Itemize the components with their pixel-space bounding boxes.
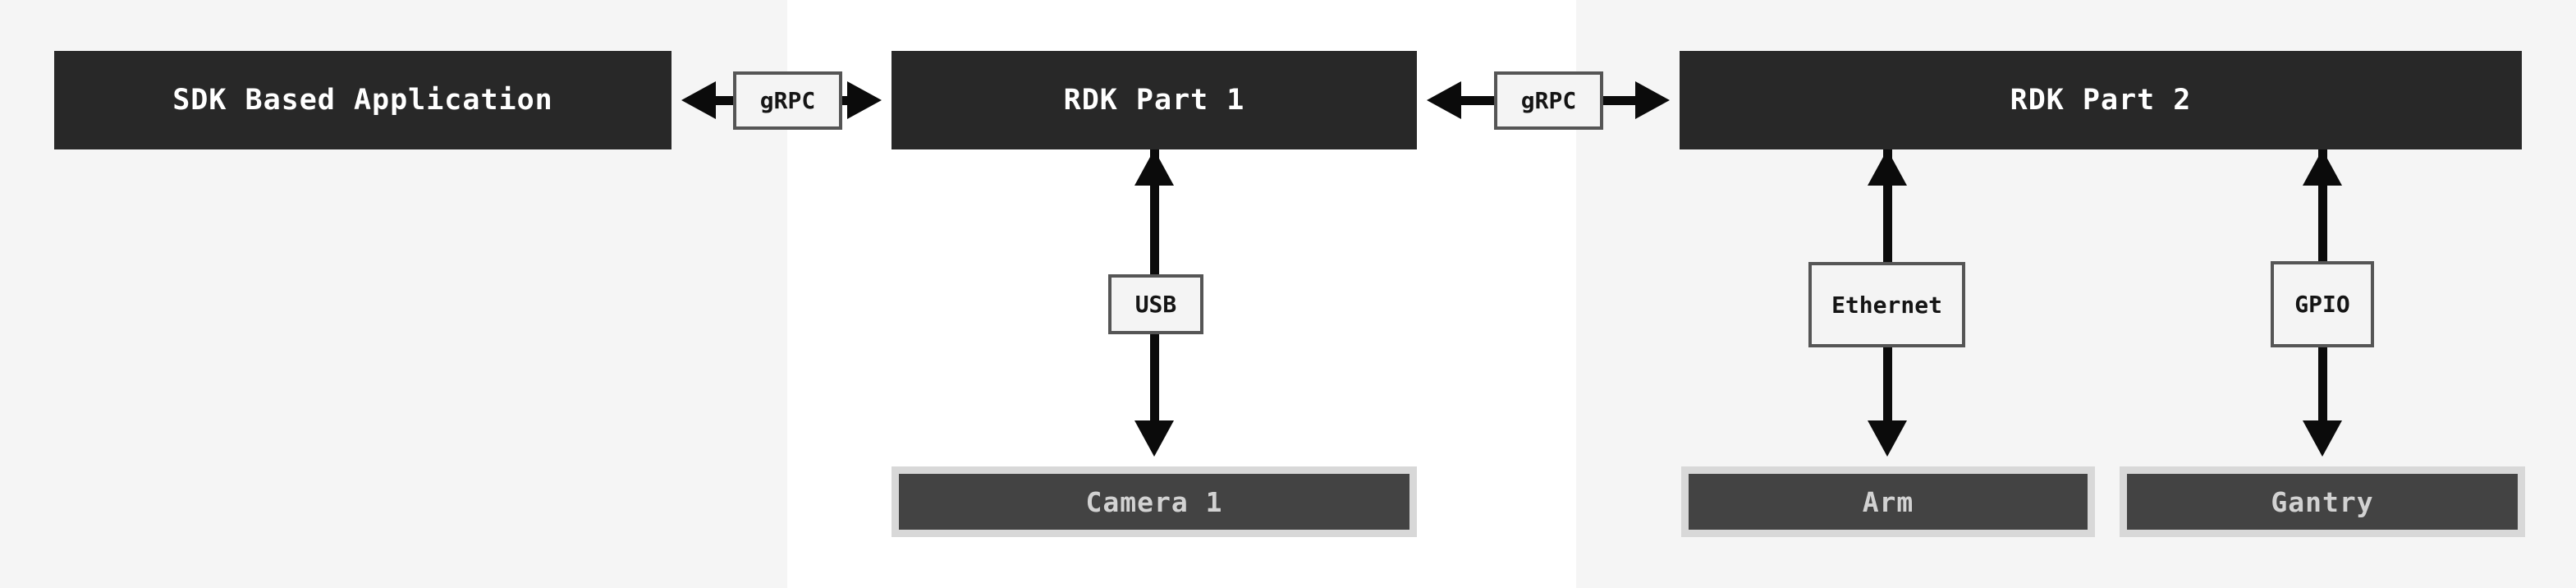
arrowhead-up-icon	[2303, 149, 2342, 186]
arrowhead-right-icon	[1635, 81, 1670, 119]
tag-ethernet: Ethernet	[1808, 262, 1965, 347]
tag-usb: USB	[1108, 274, 1203, 334]
arrowhead-down-icon	[1868, 420, 1907, 457]
node-sdk-based-application: SDK Based Application	[54, 51, 672, 149]
node-rdk-part-1-label: RDK Part 1	[1063, 84, 1245, 117]
arrowhead-right-icon	[847, 81, 882, 119]
tag-grpc-2-label: gRPC	[1520, 87, 1577, 114]
arrowhead-down-icon	[1134, 420, 1174, 457]
arrowhead-up-icon	[1134, 149, 1174, 186]
device-arm-label: Arm	[1862, 485, 1914, 518]
node-sdk-based-application-label: SDK Based Application	[172, 84, 553, 117]
arrowhead-down-icon	[2303, 420, 2342, 457]
tag-ethernet-label: Ethernet	[1831, 291, 1942, 319]
node-rdk-part-2-label: RDK Part 2	[2010, 84, 2192, 117]
arrowhead-left-icon	[1427, 81, 1461, 119]
node-rdk-part-1: RDK Part 1	[892, 51, 1417, 149]
tag-grpc-1-label: gRPC	[759, 87, 816, 114]
node-rdk-part-2: RDK Part 2	[1680, 51, 2522, 149]
tag-grpc-1: gRPC	[733, 71, 842, 130]
tag-grpc-2: gRPC	[1494, 71, 1603, 130]
device-gantry: Gantry	[2120, 466, 2525, 537]
arrowhead-up-icon	[1868, 149, 1907, 186]
arrowhead-left-icon	[681, 81, 716, 119]
tag-gpio-label: GPIO	[2294, 291, 2350, 318]
device-camera-1: Camera 1	[892, 466, 1417, 537]
device-gantry-label: Gantry	[2271, 485, 2374, 518]
tag-usb-label: USB	[1134, 291, 1177, 318]
tag-gpio: GPIO	[2271, 261, 2374, 347]
device-arm: Arm	[1681, 466, 2095, 537]
device-camera-1-label: Camera 1	[1085, 485, 1223, 518]
